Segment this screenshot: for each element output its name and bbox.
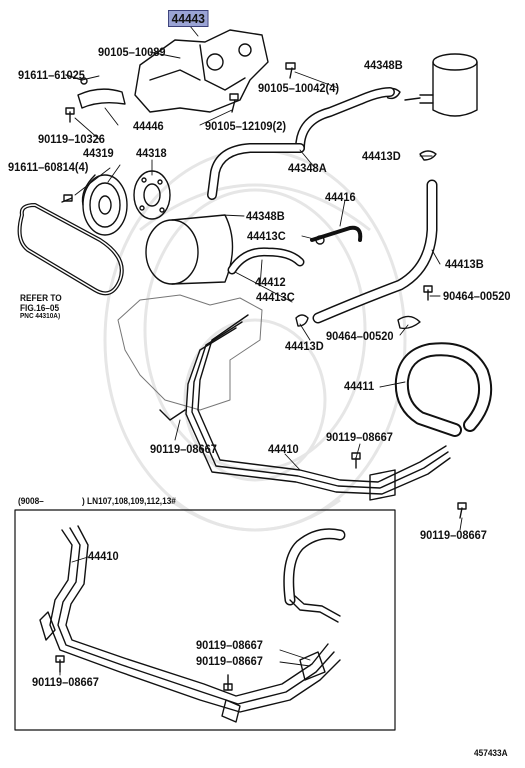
- tube-44410-inset: [39, 525, 341, 723]
- label-90464-00520-b[interactable]: 90464–00520: [326, 329, 394, 343]
- label-90464-00520-a[interactable]: 90464–00520: [443, 289, 511, 303]
- plate-44318: [133, 170, 171, 220]
- label-44413D-mid[interactable]: 44413D: [285, 339, 324, 353]
- inset-frame: [14, 509, 396, 731]
- label-90119-08667-f[interactable]: 90119–08667: [32, 675, 99, 689]
- label-90105-10089[interactable]: 90105–10089: [98, 45, 166, 59]
- pump-drum: [145, 214, 234, 285]
- refer-note-line3: PNC 44310A): [20, 313, 61, 320]
- label-90105-10042[interactable]: 90105–10042(4): [258, 81, 340, 95]
- inset-caption-right: ) LN107,108,109,112,13#: [82, 496, 176, 506]
- label-44412[interactable]: 44412: [255, 275, 286, 289]
- reservoir: [404, 53, 478, 117]
- pulley-44319: [81, 174, 128, 236]
- label-44318[interactable]: 44318: [136, 146, 167, 160]
- label-44416[interactable]: 44416: [325, 190, 356, 204]
- refer-note-line2: FIG.16–05: [20, 303, 60, 313]
- label-90119-08667-b[interactable]: 90119–08667: [150, 442, 217, 456]
- pump-body: [134, 29, 269, 113]
- label-44413B[interactable]: 44413B: [445, 257, 484, 271]
- tube-44410-main: [159, 314, 451, 501]
- label-44413C-b[interactable]: 44413C: [256, 290, 295, 304]
- bolts: [61, 62, 296, 203]
- label-91611-61025[interactable]: 91611–61025: [18, 68, 85, 82]
- label-44413C-a[interactable]: 44413C: [247, 229, 286, 243]
- label-44411[interactable]: 44411: [344, 379, 375, 393]
- label-44348B-mid[interactable]: 44348B: [246, 209, 285, 223]
- leader-lines: [59, 25, 463, 676]
- refer-note[interactable]: REFER TO FIG.16–05 PNC 44310A): [20, 293, 65, 321]
- label-90119-08667-d[interactable]: 90119–08667: [196, 638, 263, 652]
- drive-belt: [17, 203, 124, 296]
- engine-block: [117, 294, 263, 411]
- inset-caption-left: (9008–: [18, 496, 44, 506]
- label-44410-main[interactable]: 44410: [268, 442, 299, 456]
- label-90105-12109[interactable]: 90105–12109(2): [205, 119, 287, 133]
- label-44348B-top[interactable]: 44348B: [364, 58, 403, 72]
- label-44348A[interactable]: 44348A: [288, 161, 327, 175]
- label-44446[interactable]: 44446: [133, 119, 164, 133]
- label-44319[interactable]: 44319: [83, 146, 114, 160]
- label-44410-inset[interactable]: 44410: [88, 549, 119, 563]
- label-44443-highlighted[interactable]: 44443: [168, 10, 209, 27]
- pipe-44416: [310, 225, 363, 242]
- bracket-44446: [77, 88, 126, 109]
- label-44413D-top[interactable]: 44413D: [362, 149, 401, 163]
- label-90119-10326[interactable]: 90119–10326: [38, 132, 105, 146]
- label-90119-08667-c[interactable]: 90119–08667: [420, 528, 487, 542]
- refer-note-line1: REFER TO: [20, 293, 62, 303]
- figure-number: 457433A: [474, 748, 508, 758]
- label-91611-60814[interactable]: 91611–60814(4): [8, 160, 89, 174]
- label-90119-08667-e[interactable]: 90119–08667: [196, 654, 263, 668]
- label-90119-08667-a[interactable]: 90119–08667: [326, 430, 393, 444]
